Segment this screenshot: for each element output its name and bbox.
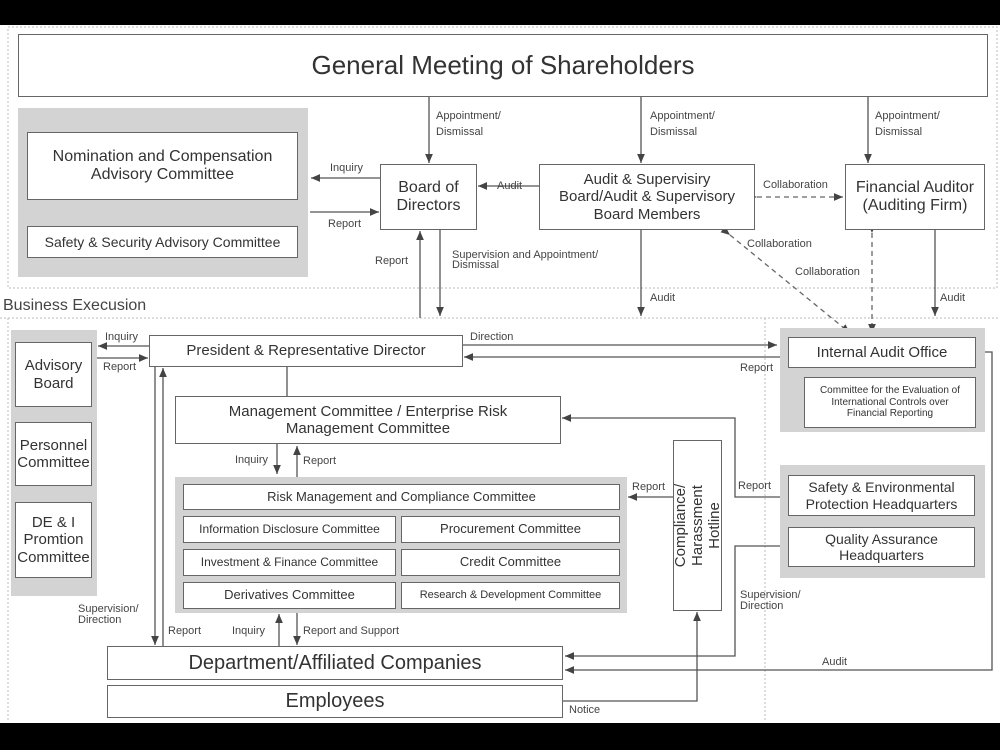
icfr-committee-box: Committee for the Evaluation of Internat… bbox=[804, 377, 976, 428]
label-appointment: Appointment/ Dismissal bbox=[650, 110, 715, 138]
committee-box: Derivatives Committee bbox=[183, 582, 396, 609]
label-inquiry: Inquiry bbox=[235, 454, 269, 466]
committee-box: Investment & Finance Committee bbox=[183, 549, 396, 576]
label-inquiry: Inquiry bbox=[105, 331, 139, 343]
nomination-committee-box: Nomination and Compensation Advisory Com… bbox=[27, 132, 298, 200]
label-direction: Direction bbox=[470, 331, 514, 343]
hotline-label: Compliance/ Harassment Hotline bbox=[672, 483, 723, 568]
financial-auditor-box: Financial Auditor (Auditing Firm) bbox=[845, 164, 985, 230]
label-report: Report bbox=[303, 455, 337, 467]
org-chart: General Meeting of Shareholders Nominati… bbox=[0, 25, 1000, 723]
hotline-box: Compliance/ Harassment Hotline bbox=[672, 440, 723, 611]
board-box: Board of Directors bbox=[380, 164, 477, 230]
internal-audit-box: Internal Audit Office bbox=[788, 337, 976, 368]
label-inquiry: Inquiry bbox=[232, 625, 266, 637]
advisory-board-box: Advisory Board bbox=[15, 342, 92, 407]
label-audit: Audit bbox=[497, 180, 523, 192]
safety-security-committee-box: Safety & Security Advisory Committee bbox=[27, 226, 298, 258]
label-supervision-appointment: Supervision and Appointment/ Dismissal bbox=[452, 249, 599, 271]
label-report-support: Report and Support bbox=[303, 625, 400, 637]
label-report: Report bbox=[103, 361, 137, 373]
committee-box: Procurement Committee bbox=[401, 516, 620, 543]
dei-committee-box: DE & I Promtion Committee bbox=[15, 502, 92, 578]
departments-box: Department/Affiliated Companies bbox=[107, 646, 563, 680]
label-inquiry: Inquiry bbox=[330, 162, 364, 174]
label-supervision-direction: Supervision/ Direction bbox=[78, 603, 139, 626]
business-execution-label: Business Execusion bbox=[3, 297, 147, 314]
label-collaboration: Collaboration bbox=[763, 179, 828, 191]
committee-box: Research & Development Committee bbox=[401, 582, 620, 609]
risk-committee-box: Risk Management and Compliance Committee bbox=[183, 484, 620, 510]
president-box: President & Representative Director bbox=[149, 335, 463, 367]
employees-box: Employees bbox=[107, 685, 563, 718]
label-audit: Audit bbox=[822, 656, 848, 668]
audit-board-box: Audit & Supervisiry Board/Audit & Superv… bbox=[539, 164, 755, 230]
label-report: Report bbox=[632, 481, 666, 493]
committee-box: Information Disclosure Committee bbox=[183, 516, 396, 543]
label-audit: Audit bbox=[650, 292, 676, 304]
label-report: Report bbox=[740, 362, 774, 374]
personnel-committee-box: Personnel Committee bbox=[15, 422, 92, 486]
shareholders-box: General Meeting of Shareholders bbox=[18, 34, 988, 97]
label-report: Report bbox=[328, 218, 362, 230]
label-audit: Audit bbox=[940, 292, 966, 304]
committee-box: Credit Committee bbox=[401, 549, 620, 576]
label-appointment: Appointment/ Dismissal bbox=[875, 110, 940, 138]
label-report: Report bbox=[738, 480, 772, 492]
safety-env-hq-box: Safety & Environmental Protection Headqu… bbox=[788, 475, 975, 516]
label-collaboration: Collaboration bbox=[747, 238, 812, 250]
label-report: Report bbox=[375, 255, 409, 267]
label-collaboration: Collaboration bbox=[795, 266, 860, 278]
label-appointment: Appointment/ Dismissal bbox=[436, 110, 501, 138]
label-report: Report bbox=[168, 625, 202, 637]
label-supervision-direction: Supervision/ Direction bbox=[740, 589, 801, 612]
management-committee-box: Management Committee / Enterprise Risk M… bbox=[175, 396, 561, 444]
qa-hq-box: Quality Assurance Headquarters bbox=[788, 527, 975, 567]
label-notice: Notice bbox=[569, 704, 601, 716]
